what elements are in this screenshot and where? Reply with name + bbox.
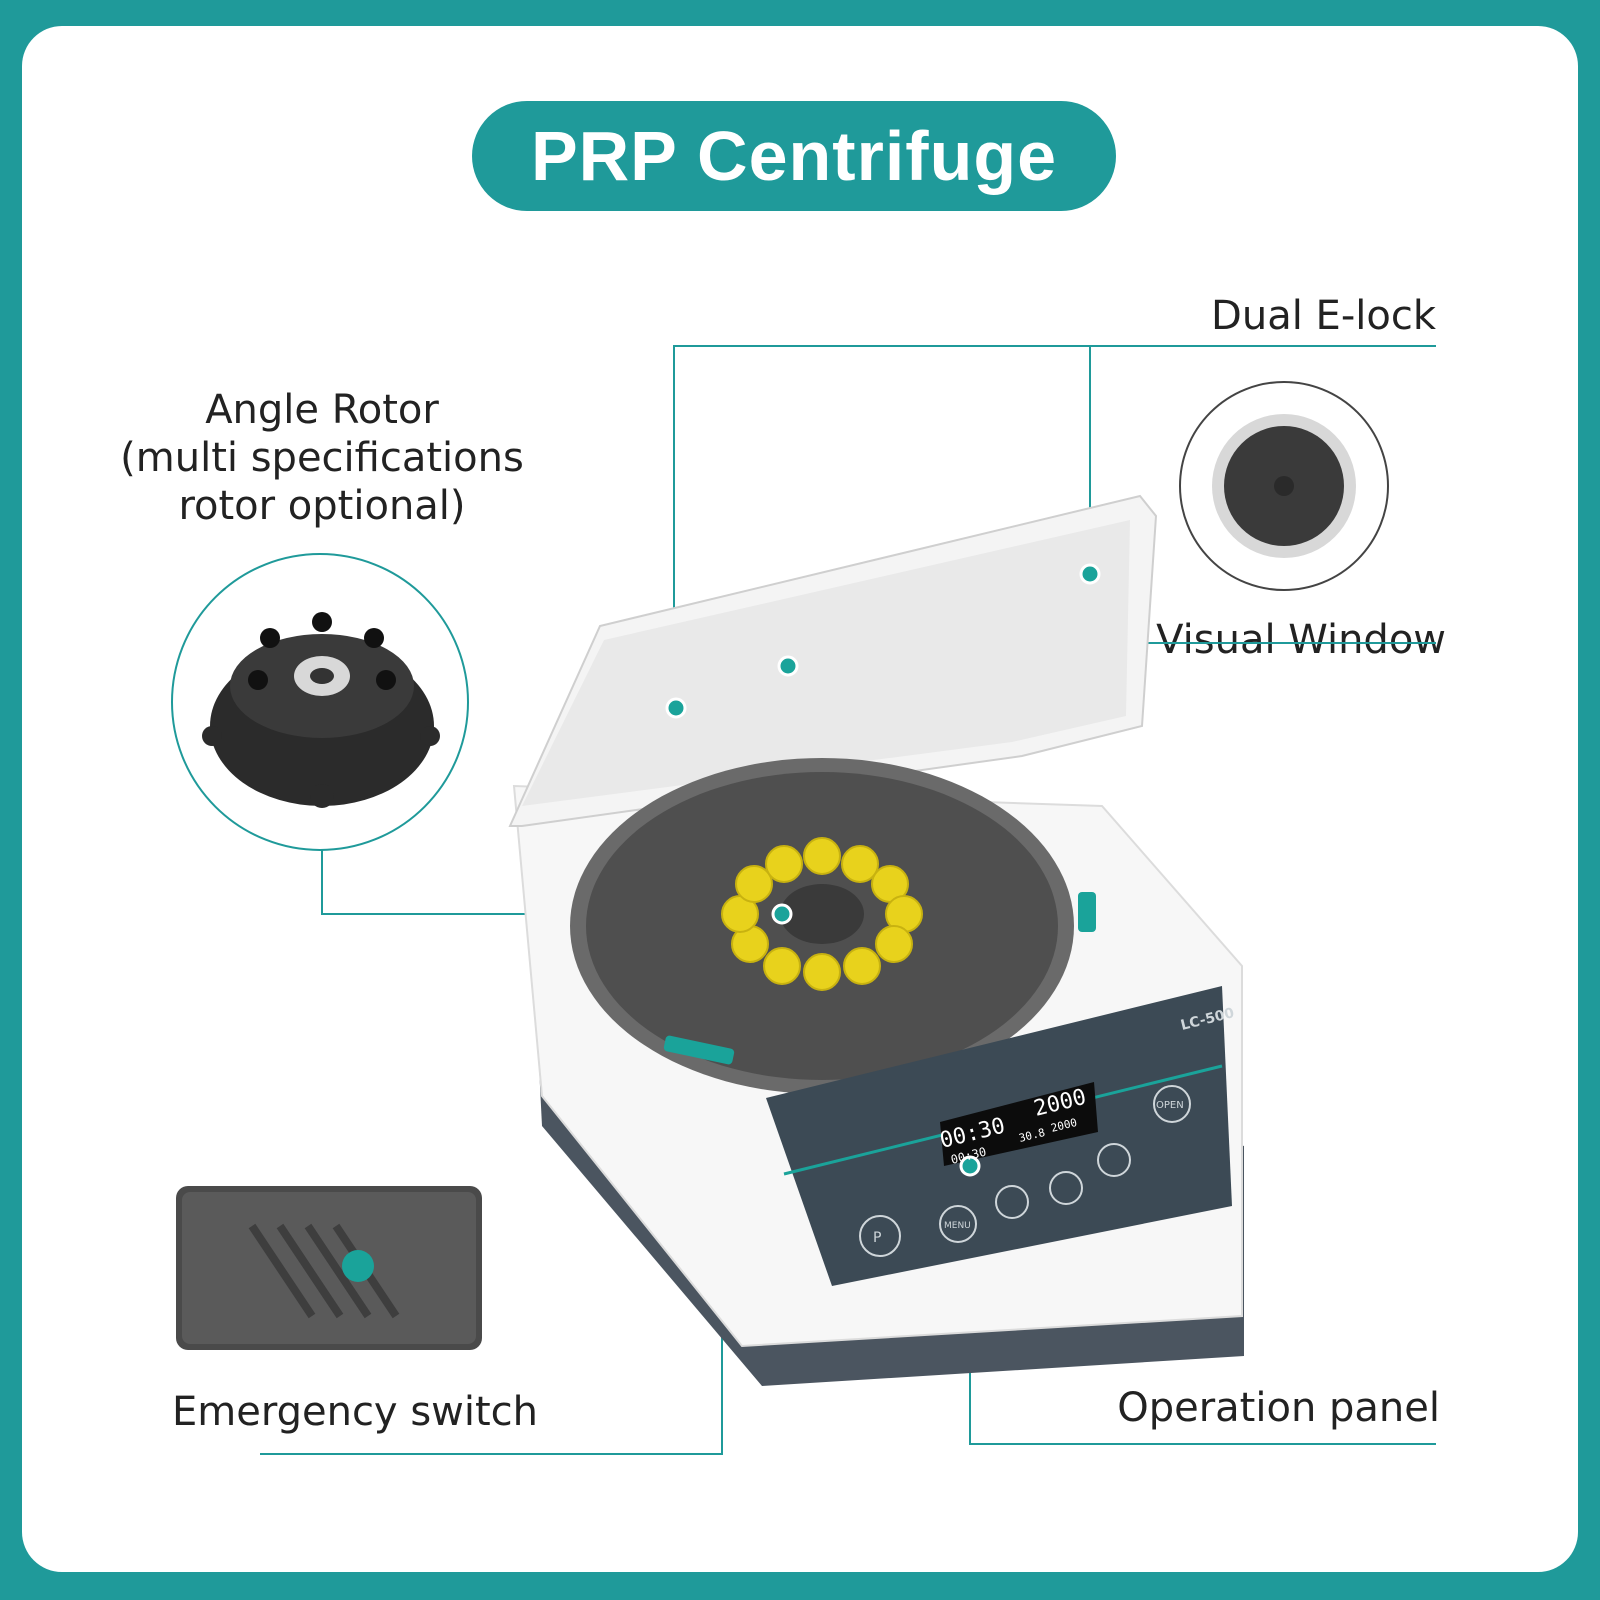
label-visual-window: Visual Window — [1156, 617, 1446, 663]
label-angle-rotor-line-1: Angle Rotor — [205, 387, 439, 433]
callout-elock-left — [673, 345, 1436, 686]
yellow-tube-caps — [721, 837, 923, 991]
button-p-label: P — [873, 1230, 881, 1246]
button-open-label: OPEN — [1156, 1100, 1184, 1111]
label-angle-rotor-line-2: (multi specifications — [120, 435, 524, 481]
label-angle-rotor-line-3: rotor optional) — [178, 483, 466, 529]
button-menu-label: MENU — [944, 1221, 971, 1231]
label-emergency-switch: Emergency switch — [172, 1389, 539, 1435]
label-dual-elock: Dual E-lock — [1211, 293, 1436, 339]
callout-emergency-switch — [260, 1306, 723, 1455]
centrifuge-body — [508, 494, 1244, 1386]
product-illustration: LC-500 00:30 00:30 2000 2000 30.8 P MENU… — [171, 345, 1436, 1455]
panel-buttons — [859, 1085, 1191, 1257]
visual-window-inset — [1179, 381, 1389, 591]
product-card: PRP Centrifuge Angle Rotor (multi specif… — [22, 26, 1578, 1572]
page-title: PRP Centrifuge — [530, 117, 1058, 195]
display-speed-sub: 2000 — [1050, 1116, 1079, 1135]
title-banner: PRP Centrifuge — [472, 101, 1116, 211]
label-operation-panel: Operation panel — [1117, 1385, 1440, 1431]
callout-dots — [665, 563, 1101, 1177]
rotor-inset — [171, 553, 469, 851]
display-temp: 30.8 — [1018, 1126, 1047, 1145]
label-angle-rotor: Angle Rotor (multi specifications rotor … — [112, 386, 532, 530]
emergency-switch-inset — [176, 1186, 482, 1350]
